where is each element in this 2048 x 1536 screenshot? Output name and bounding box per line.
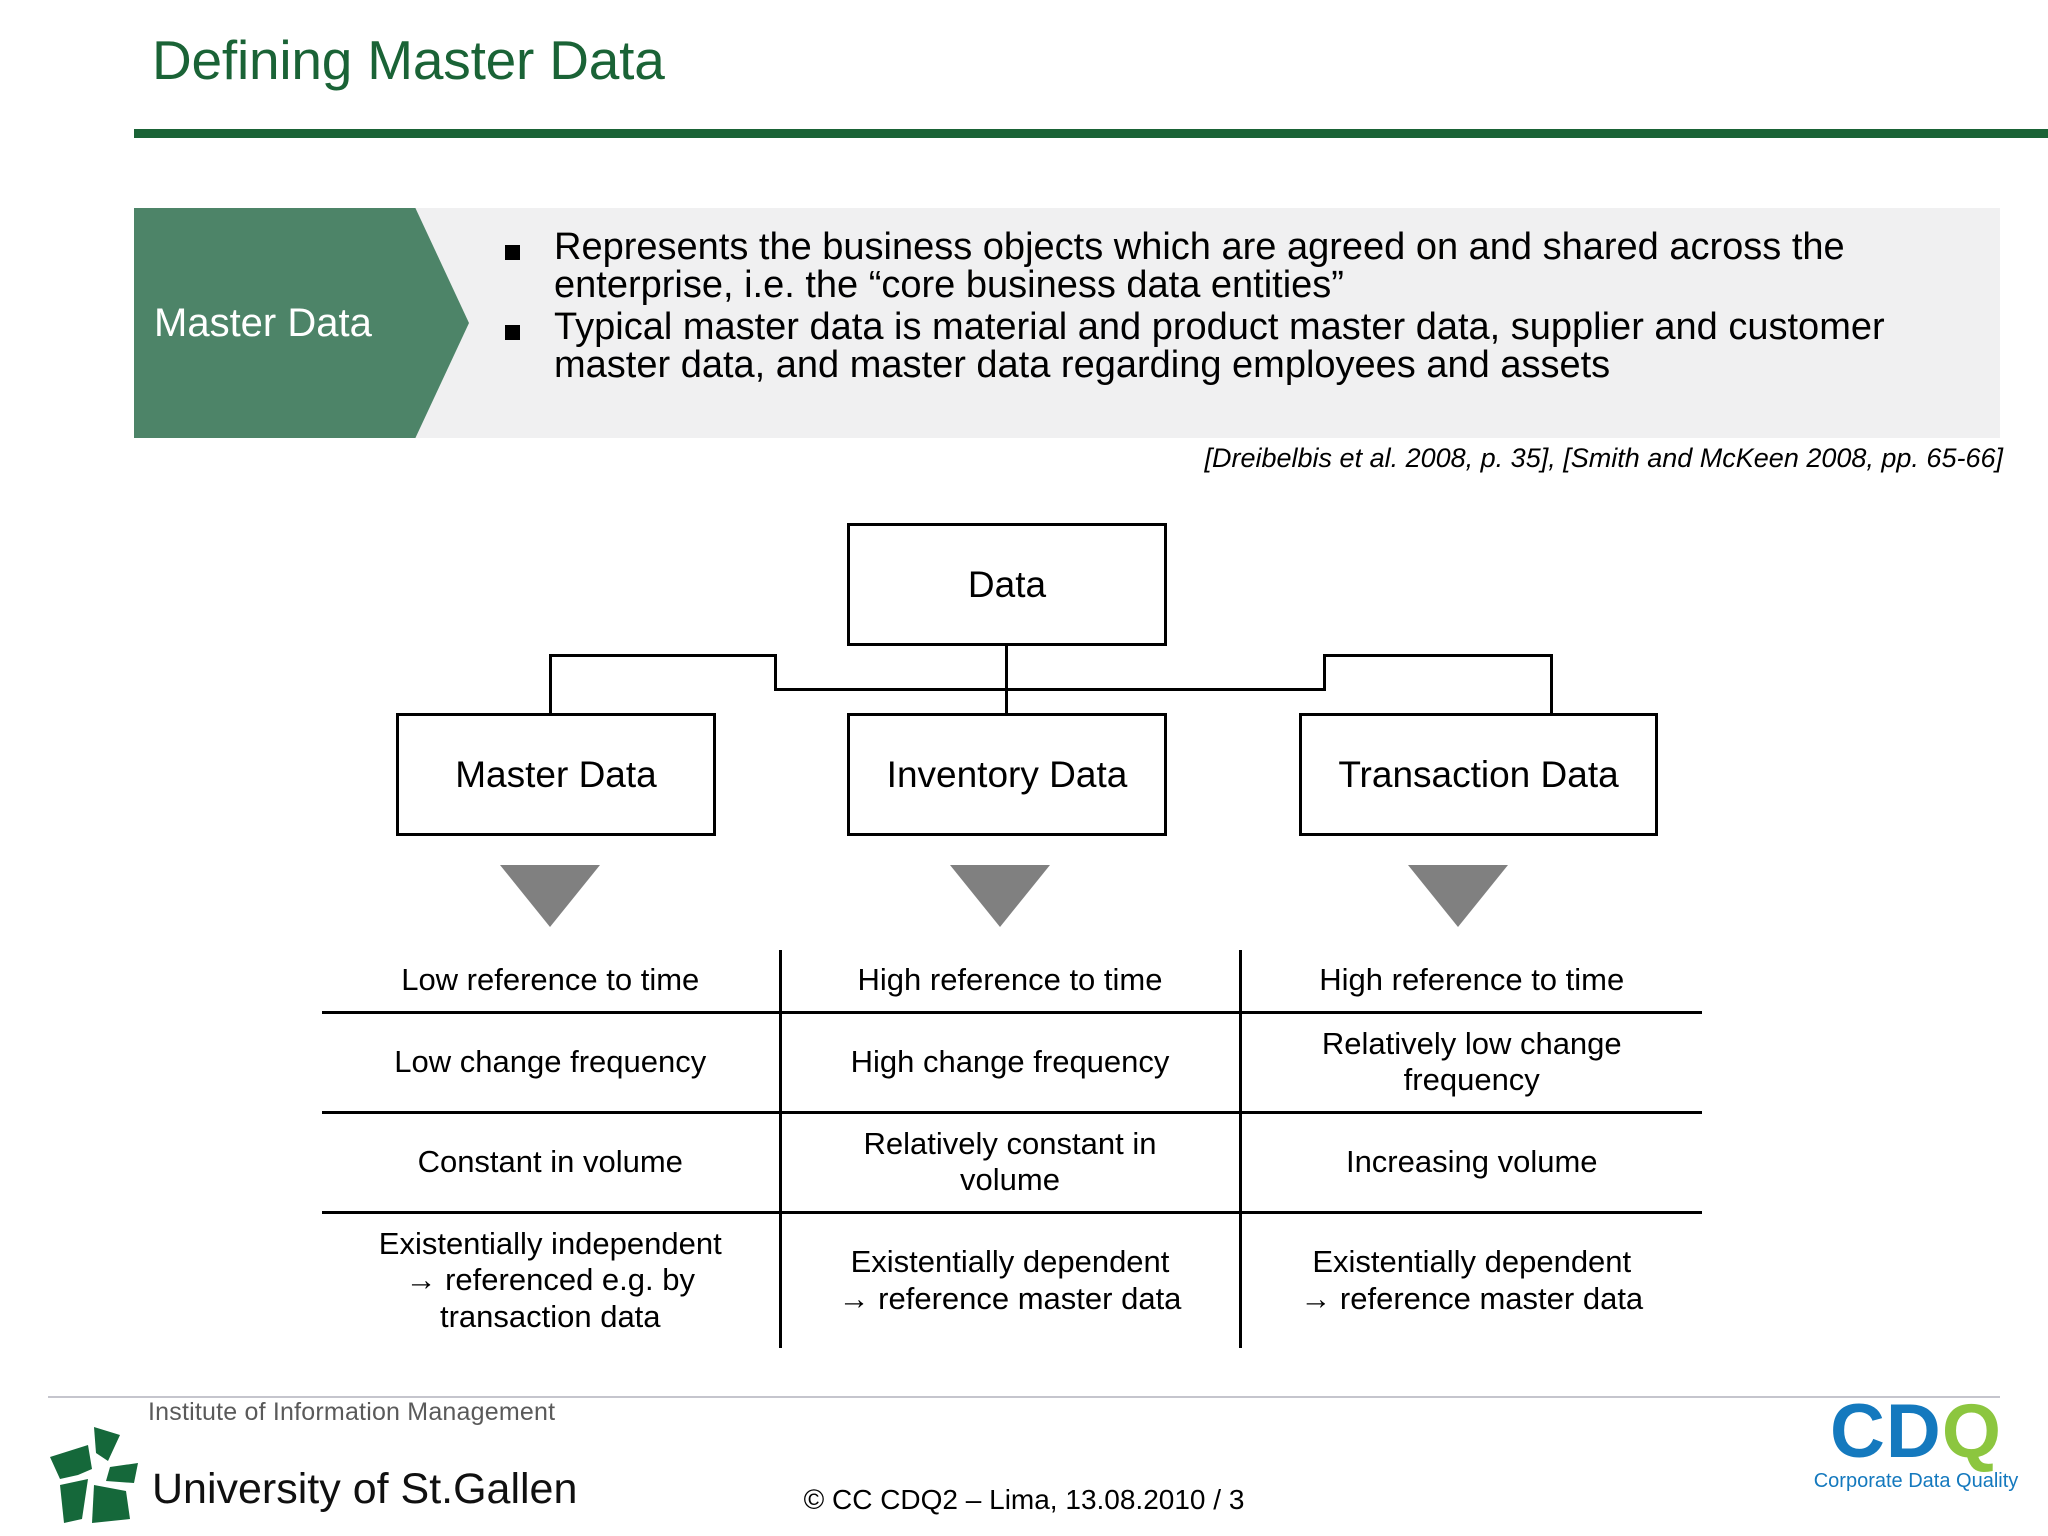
cell-line: Constant in volume [417,1144,683,1180]
cdq-tagline: Corporate Data Quality [1813,1470,2019,1493]
tree-node-transaction-data: Transaction Data [1299,713,1658,836]
arrow-down-icon-transaction [1408,865,1508,927]
arrow-down-icon-master [500,865,600,927]
connector-horizontal-lower [774,688,1326,691]
square-bullet-icon [505,245,520,260]
cell-line: → referenced e.g. by [405,1262,696,1298]
table-row: Low reference to time High reference to … [322,950,1702,1014]
tree-node-master-data: Master Data [396,713,716,836]
cell-line: frequency [1403,1062,1540,1098]
tree-node-label: Master Data [455,753,657,795]
table-cell-master: Constant in volume [322,1112,782,1214]
callout-tag-master-data: Master Data [134,208,469,438]
cell-line: High reference to time [857,962,1163,997]
footer-center-text: © CC CDQ2 – Lima, 13.08.2010 / 3 [803,1484,1245,1515]
cell-line: Existentially dependent [1312,1244,1632,1280]
table-cell-transaction: Relatively low change frequency [1238,1012,1702,1114]
university-logo-icon [48,1427,154,1525]
table-row: Constant in volume Relatively constant i… [322,1112,1702,1214]
cell-line: High change frequency [850,1043,1170,1079]
cell-line: Low change frequency [394,1043,707,1079]
connector-vertical-left [549,654,552,714]
connector-vertical-left-step [774,654,777,691]
comparison-table: Low reference to time High reference to … [322,950,1702,1348]
bullet-item: Typical master data is material and prod… [505,308,1975,384]
institute-name: Institute of Information Management [148,1398,556,1426]
table-cell-transaction: Existentially dependent → reference mast… [1238,1212,1702,1348]
table-cell-inventory: High reference to time [778,950,1242,1014]
tree-node-label: Data [967,563,1047,605]
tree-node-label: Inventory Data [886,753,1128,795]
table-cell-inventory: Relatively constant in volume [778,1112,1242,1214]
footer-divider [48,1396,2000,1398]
connector-vertical-right-step [1323,654,1326,691]
tree-node-label: Transaction Data [1338,753,1619,795]
table-row: Low change frequency High change frequen… [322,1012,1702,1114]
callout-tag-label: Master Data [154,300,372,345]
title-divider-rule [134,129,2048,138]
cell-line: → reference master data [838,1280,1182,1316]
table-cell-inventory: Existentially dependent → reference mast… [778,1212,1242,1348]
tree-node-data: Data [847,523,1167,646]
cell-line: Existentially independent [378,1225,722,1261]
table-cell-master: Low reference to time [322,950,782,1014]
cell-line: Relatively constant in [863,1125,1157,1161]
university-wordmark: University of St.Gallen [152,1465,578,1513]
connector-vertical-right [1550,654,1553,714]
title-divider-highlight [134,139,2048,141]
table-cell-master: Existentially independent → referenced e… [322,1212,782,1348]
cdq-logo: CDQ Corporate Data Quality [1805,1394,2027,1516]
bullet-item: Represents the business objects which ar… [505,228,1975,304]
table-cell-transaction: Increasing volume [1238,1112,1702,1214]
cell-line: Existentially dependent [850,1244,1170,1280]
cdq-letters: CDQ [1805,1394,2027,1470]
connector-horizontal-left [549,654,777,657]
arrow-down-icon-inventory [950,865,1050,927]
cell-line: Low reference to time [401,962,700,997]
cell-line: transaction data [439,1299,661,1335]
table-cell-inventory: High change frequency [778,1012,1242,1114]
citation-text: [Dreibelbis et al. 2008, p. 35], [Smith … [1204,443,2004,473]
cell-line: Relatively low change [1321,1025,1622,1061]
table-row: Existentially independent → referenced e… [322,1212,1702,1348]
cell-line: High reference to time [1319,962,1625,997]
connector-vertical-center [1005,646,1008,713]
cell-line: Increasing volume [1345,1144,1598,1180]
tree-node-inventory-data: Inventory Data [847,713,1167,836]
table-cell-master: Low change frequency [322,1012,782,1114]
cell-line: → reference master data [1300,1280,1644,1316]
bullet-text: Typical master data is material and prod… [554,306,1885,386]
square-bullet-icon [505,325,520,340]
callout-bullet-list: Represents the business objects which ar… [505,228,1975,388]
table-cell-transaction: High reference to time [1238,950,1702,1014]
cell-line: volume [960,1162,1060,1198]
cdq-letter-q: Q [1941,1389,2002,1474]
connector-horizontal-right [1323,654,1553,657]
cdq-letters-cd: CD [1830,1389,1942,1474]
bullet-text: Represents the business objects which ar… [554,226,1845,306]
page-title: Defining Master Data [152,29,665,91]
